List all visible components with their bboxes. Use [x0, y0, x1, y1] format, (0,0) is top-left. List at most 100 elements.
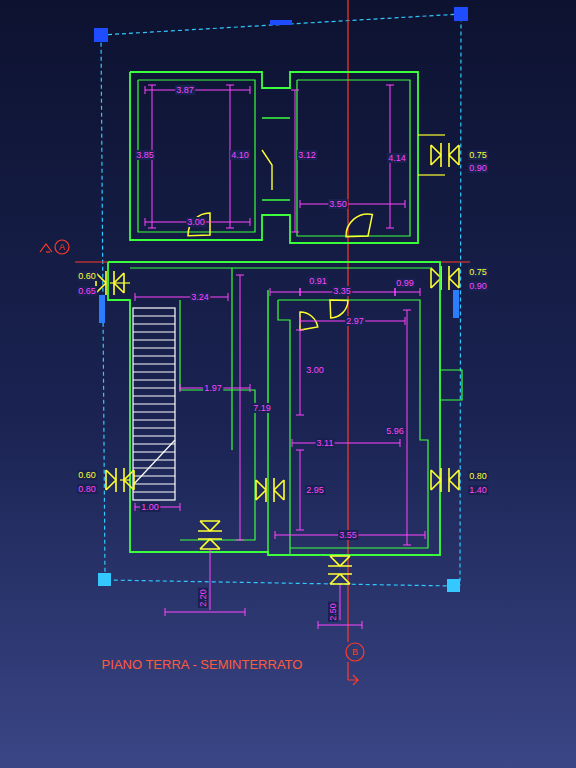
dimension-tick — [250, 384, 251, 392]
dimension-tick — [300, 288, 301, 296]
dimension-text: 3.24 — [190, 292, 210, 302]
window-reveal — [110, 282, 130, 283]
dimension-tick — [135, 293, 136, 301]
dimension-tick — [425, 531, 426, 539]
corner-marker — [454, 7, 468, 21]
dimension-line — [295, 90, 296, 232]
wall — [262, 117, 290, 119]
dimension-tick — [148, 228, 156, 229]
dimension-line — [292, 443, 400, 444]
dimension-line — [270, 292, 300, 293]
stair-tread — [133, 316, 175, 317]
dimension-tick — [300, 200, 301, 208]
dimension-tick — [228, 293, 229, 301]
dimension-tick — [180, 503, 181, 511]
section-marker: A — [58, 242, 66, 252]
leader-line — [210, 550, 211, 610]
dimension-tick — [180, 384, 181, 392]
door-swing — [346, 214, 372, 237]
dimension-line — [240, 275, 241, 540]
dimension-text: 0.60 — [77, 271, 97, 281]
window-reveal — [120, 479, 130, 480]
dimension-text: 0.65 — [77, 286, 97, 296]
dimension-tick — [165, 608, 166, 616]
window-symbol — [328, 556, 352, 584]
wall-inner — [267, 290, 268, 555]
wall-inner — [180, 300, 255, 540]
dimension-tick — [275, 531, 276, 539]
section-circle — [346, 643, 364, 661]
window-reveal — [418, 134, 445, 135]
dimension-text: 3.50 — [328, 199, 348, 209]
dimension-tick — [226, 85, 234, 86]
stair-tread — [133, 420, 175, 421]
dimension-tick — [135, 503, 136, 511]
dimension-tick — [403, 545, 411, 546]
dimension-text: 3.00 — [305, 365, 325, 375]
dimension-text: 0.91 — [308, 276, 328, 286]
dimension-text: 2.20 — [198, 588, 208, 608]
drawing-title: PIANO TERRA - SEMINTERRATO — [102, 657, 303, 672]
section-arrow — [348, 675, 358, 685]
dimension-tick — [296, 450, 304, 451]
dimension-tick — [403, 310, 411, 311]
window-frame — [106, 468, 134, 492]
stair-tread — [133, 348, 175, 349]
stair-tread — [133, 444, 175, 445]
wall — [262, 199, 290, 201]
boundary-mark — [453, 290, 459, 318]
wall-inner — [138, 80, 255, 232]
dimension-text: 2.97 — [345, 316, 365, 326]
dimension-tick — [292, 439, 293, 447]
boundary-mark — [99, 295, 105, 323]
boundary-mark — [270, 20, 292, 25]
wall-outline — [130, 72, 418, 243]
dimension-text: 0.80 — [77, 484, 97, 494]
window-frame — [431, 266, 459, 290]
dimension-line — [300, 450, 301, 530]
stair-tread — [133, 340, 175, 341]
dimension-tick — [300, 317, 301, 325]
dimension-text: 2.95 — [305, 485, 325, 495]
corner-marker — [447, 579, 460, 592]
dimension-tick — [236, 275, 244, 276]
stair-tread — [133, 412, 175, 413]
dimension-text: 1.97 — [203, 383, 223, 393]
window-frame — [431, 143, 459, 167]
window-symbol — [431, 143, 459, 167]
section-arrow — [46, 251, 50, 252]
dimension-tick — [395, 288, 396, 296]
section-line-b — [347, 662, 348, 680]
dimension-text: 3.12 — [297, 150, 317, 160]
dimension-text: 3.55 — [338, 530, 358, 540]
dimension-line — [318, 625, 362, 626]
stair-tread — [133, 452, 175, 453]
window-symbol — [431, 266, 459, 290]
stair-tread — [133, 460, 175, 461]
dimension-tick — [386, 228, 394, 229]
dimension-tick — [270, 288, 271, 296]
stair-tread — [133, 388, 175, 389]
dimension-text: 5.96 — [385, 426, 405, 436]
section-arrow — [40, 244, 52, 252]
dimension-line — [300, 204, 405, 205]
stair-tread — [133, 476, 175, 477]
section-marker: B — [351, 647, 359, 657]
dimension-line — [407, 310, 408, 545]
dimension-text: 0.75 — [468, 267, 488, 277]
dimension-line — [300, 330, 301, 415]
window-frame — [328, 556, 352, 584]
wall-inner — [130, 267, 432, 268]
window-frame — [256, 478, 284, 502]
stair-tread — [133, 492, 175, 493]
corner-marker — [98, 573, 111, 586]
dimension-tick — [236, 540, 244, 541]
dimension-text: 3.00 — [186, 217, 206, 227]
stair-tread — [133, 364, 175, 365]
dimension-text: 0.80 — [468, 471, 488, 481]
stair-tread — [133, 436, 175, 437]
stair-tread — [133, 484, 175, 485]
wall-outline — [108, 262, 440, 555]
